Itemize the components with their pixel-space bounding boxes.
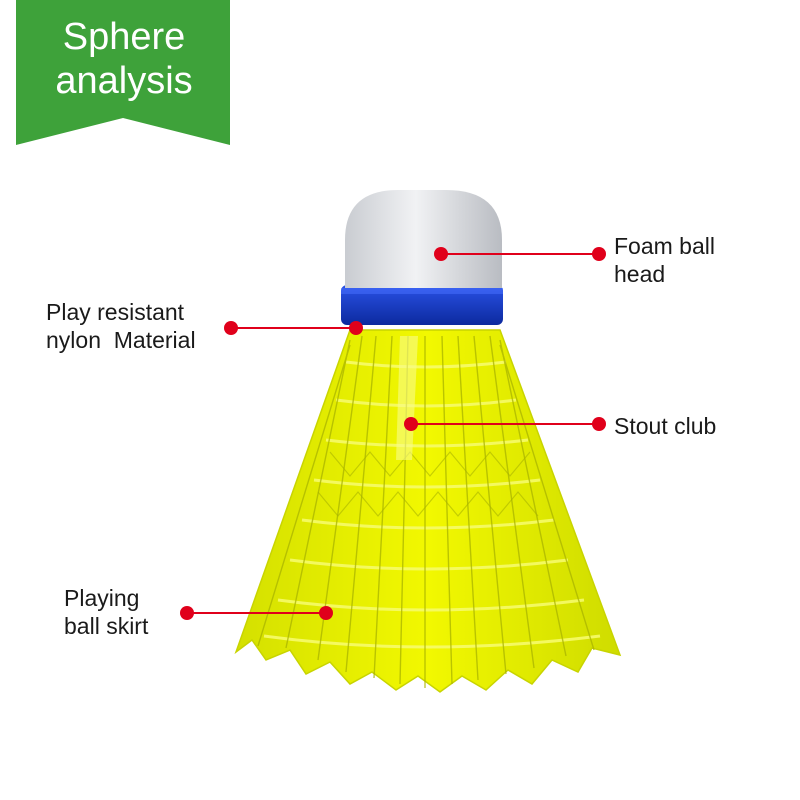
label-nylon-line2: nylon Material bbox=[46, 327, 196, 353]
label-nylon-line1: Play resistant bbox=[46, 299, 185, 325]
title-banner bbox=[16, 0, 230, 145]
callout-dot-skirt-start bbox=[180, 606, 194, 620]
foam-ball-head bbox=[345, 190, 502, 288]
callout-dot-club-start bbox=[404, 417, 418, 431]
label-stout-club: Stout club bbox=[614, 413, 717, 439]
label-foam-head-line1: Foam ball bbox=[614, 233, 715, 259]
callout-dot-club-end bbox=[592, 417, 606, 431]
shuttlecock-skirt bbox=[234, 329, 622, 693]
callout-dot-nylon-start bbox=[224, 321, 238, 335]
callout-dot-foam-end bbox=[592, 247, 606, 261]
callout-dot-skirt-end bbox=[319, 606, 333, 620]
label-skirt-line1: Playing bbox=[64, 585, 140, 611]
callout-leaders bbox=[187, 253, 599, 614]
callout-dot-nylon-end bbox=[349, 321, 363, 335]
banner-title-line1: Sphere bbox=[62, 16, 186, 58]
callout-dot-foam-start bbox=[434, 247, 448, 261]
banner-title-line2: analysis bbox=[55, 60, 193, 102]
label-foam-head-line2: head bbox=[614, 261, 666, 287]
label-skirt-line2: ball skirt bbox=[64, 613, 149, 639]
blue-band bbox=[341, 285, 503, 325]
